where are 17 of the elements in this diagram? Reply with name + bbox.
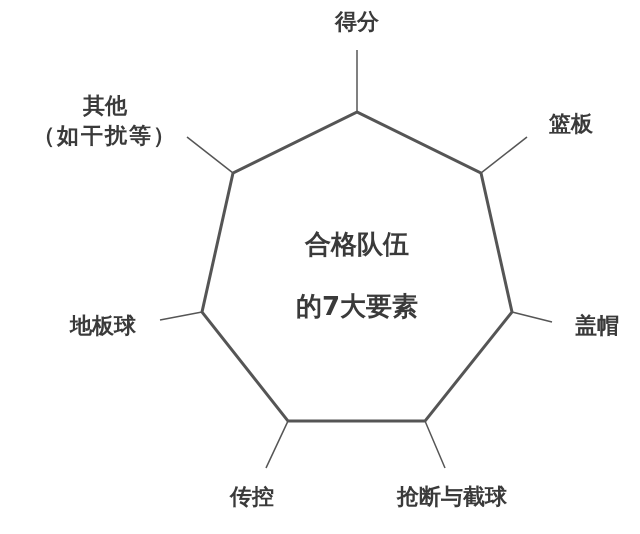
factor-label: 传控	[228, 484, 275, 512]
factor-label: 抢断与截球	[396, 484, 508, 512]
factor-label: 篮板	[548, 111, 594, 139]
factor-note: （如干扰等）	[32, 123, 178, 151]
leader-line	[480, 136, 528, 174]
factor-label: 地板球	[68, 313, 137, 341]
factor-label: 盖帽	[574, 312, 620, 341]
factor-label: 其他	[82, 93, 128, 121]
leader-line	[424, 420, 446, 468]
center-title: 合格队伍的7大要素	[295, 229, 419, 324]
leader-line	[160, 311, 202, 321]
factor-label: 得分	[334, 9, 380, 37]
leader-line	[265, 420, 289, 468]
heptagon-shape	[200, 110, 514, 423]
leader-line	[186, 136, 234, 174]
leader-line	[356, 50, 358, 112]
leader-line	[512, 311, 552, 323]
